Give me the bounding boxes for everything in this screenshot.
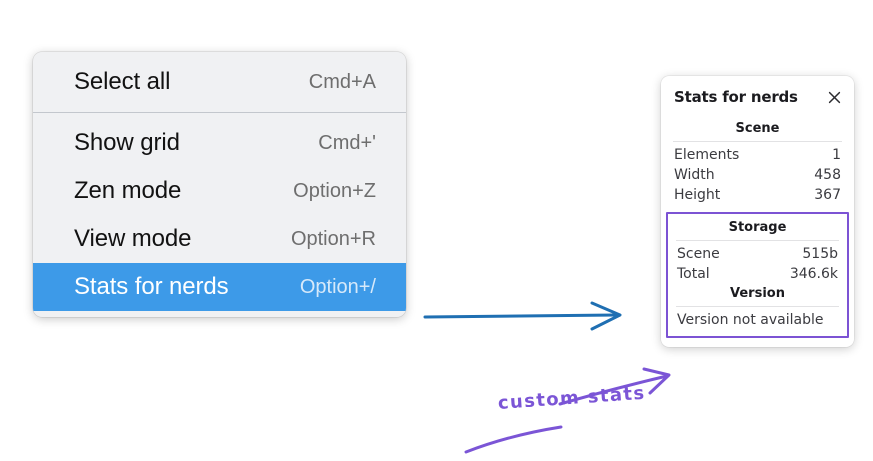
- storage-section: Storage Scene 515b Total 346.6k: [668, 218, 847, 284]
- stat-value: 346.6k: [789, 266, 838, 282]
- scene-divider: [673, 141, 842, 142]
- stat-key: Width: [674, 167, 715, 183]
- menu-item-shortcut: Option+Z: [293, 179, 376, 202]
- version-value: Version not available: [677, 312, 824, 328]
- stat-key: Elements: [674, 147, 740, 163]
- stat-key: Height: [674, 187, 721, 203]
- version-divider: [676, 306, 839, 307]
- stats-for-nerds-panel: Stats for nerds Scene Elements 1 Width 4…: [661, 76, 854, 347]
- menu-item-label: Stats for nerds: [74, 273, 229, 300]
- menu-item-show-grid[interactable]: Show grid Cmd+': [33, 119, 406, 167]
- menu-item-label: Show grid: [74, 129, 180, 156]
- stat-key: Scene: [677, 246, 720, 262]
- stat-value: 367: [814, 187, 841, 203]
- purple-underline-annotation: [464, 425, 563, 454]
- stat-row-elements: Elements 1: [661, 145, 854, 165]
- stat-key: Total: [677, 266, 710, 282]
- custom-stats-handwritten-label: custom stats: [497, 382, 647, 414]
- scene-heading: Scene: [735, 121, 780, 136]
- panel-title: Stats for nerds: [674, 88, 798, 106]
- stat-row-height: Height 367: [661, 185, 854, 205]
- close-icon[interactable]: [826, 89, 843, 106]
- menu-item-shortcut: Option+R: [290, 227, 376, 250]
- menu-item-label: View mode: [74, 225, 192, 252]
- menu-item-view-mode[interactable]: View mode Option+R: [33, 215, 406, 263]
- menu-separator: [33, 112, 406, 113]
- menu-item-zen-mode[interactable]: Zen mode Option+Z: [33, 167, 406, 215]
- menu-item-shortcut: Option+/: [299, 275, 376, 298]
- menu-item-shortcut: Cmd+': [318, 131, 376, 154]
- stat-row-width: Width 458: [661, 165, 854, 185]
- menu-item-shortcut: Cmd+A: [308, 70, 376, 93]
- stat-value: 515b: [802, 246, 838, 262]
- stat-value: 458: [814, 167, 841, 183]
- stat-row-storage-scene: Scene 515b: [668, 244, 847, 264]
- scene-section: Scene Elements 1 Width 458 Height 367: [661, 119, 854, 205]
- panel-header: Stats for nerds: [661, 88, 854, 106]
- stat-value: 1: [832, 147, 841, 163]
- menu-group-2: Show grid Cmd+' Zen mode Option+Z View m…: [33, 113, 406, 317]
- version-section: Version Version not available: [668, 284, 847, 330]
- menu-item-stats-for-nerds[interactable]: Stats for nerds Option+/: [33, 263, 406, 311]
- menu-group-1: Select all Cmd+A: [33, 52, 406, 112]
- stat-row-storage-total: Total 346.6k: [668, 264, 847, 284]
- menu-item-label: Select all: [74, 68, 171, 95]
- menu-item-select-all[interactable]: Select all Cmd+A: [33, 58, 406, 106]
- version-heading: Version: [730, 286, 785, 301]
- storage-divider: [676, 240, 839, 241]
- storage-heading: Storage: [728, 220, 787, 235]
- menu-item-label: Zen mode: [74, 177, 182, 204]
- custom-stats-highlight-box: Storage Scene 515b Total 346.6k Version …: [666, 212, 849, 338]
- context-menu[interactable]: Select all Cmd+A Show grid Cmd+' Zen mod…: [33, 52, 406, 317]
- blue-arrow-annotation: [423, 301, 622, 331]
